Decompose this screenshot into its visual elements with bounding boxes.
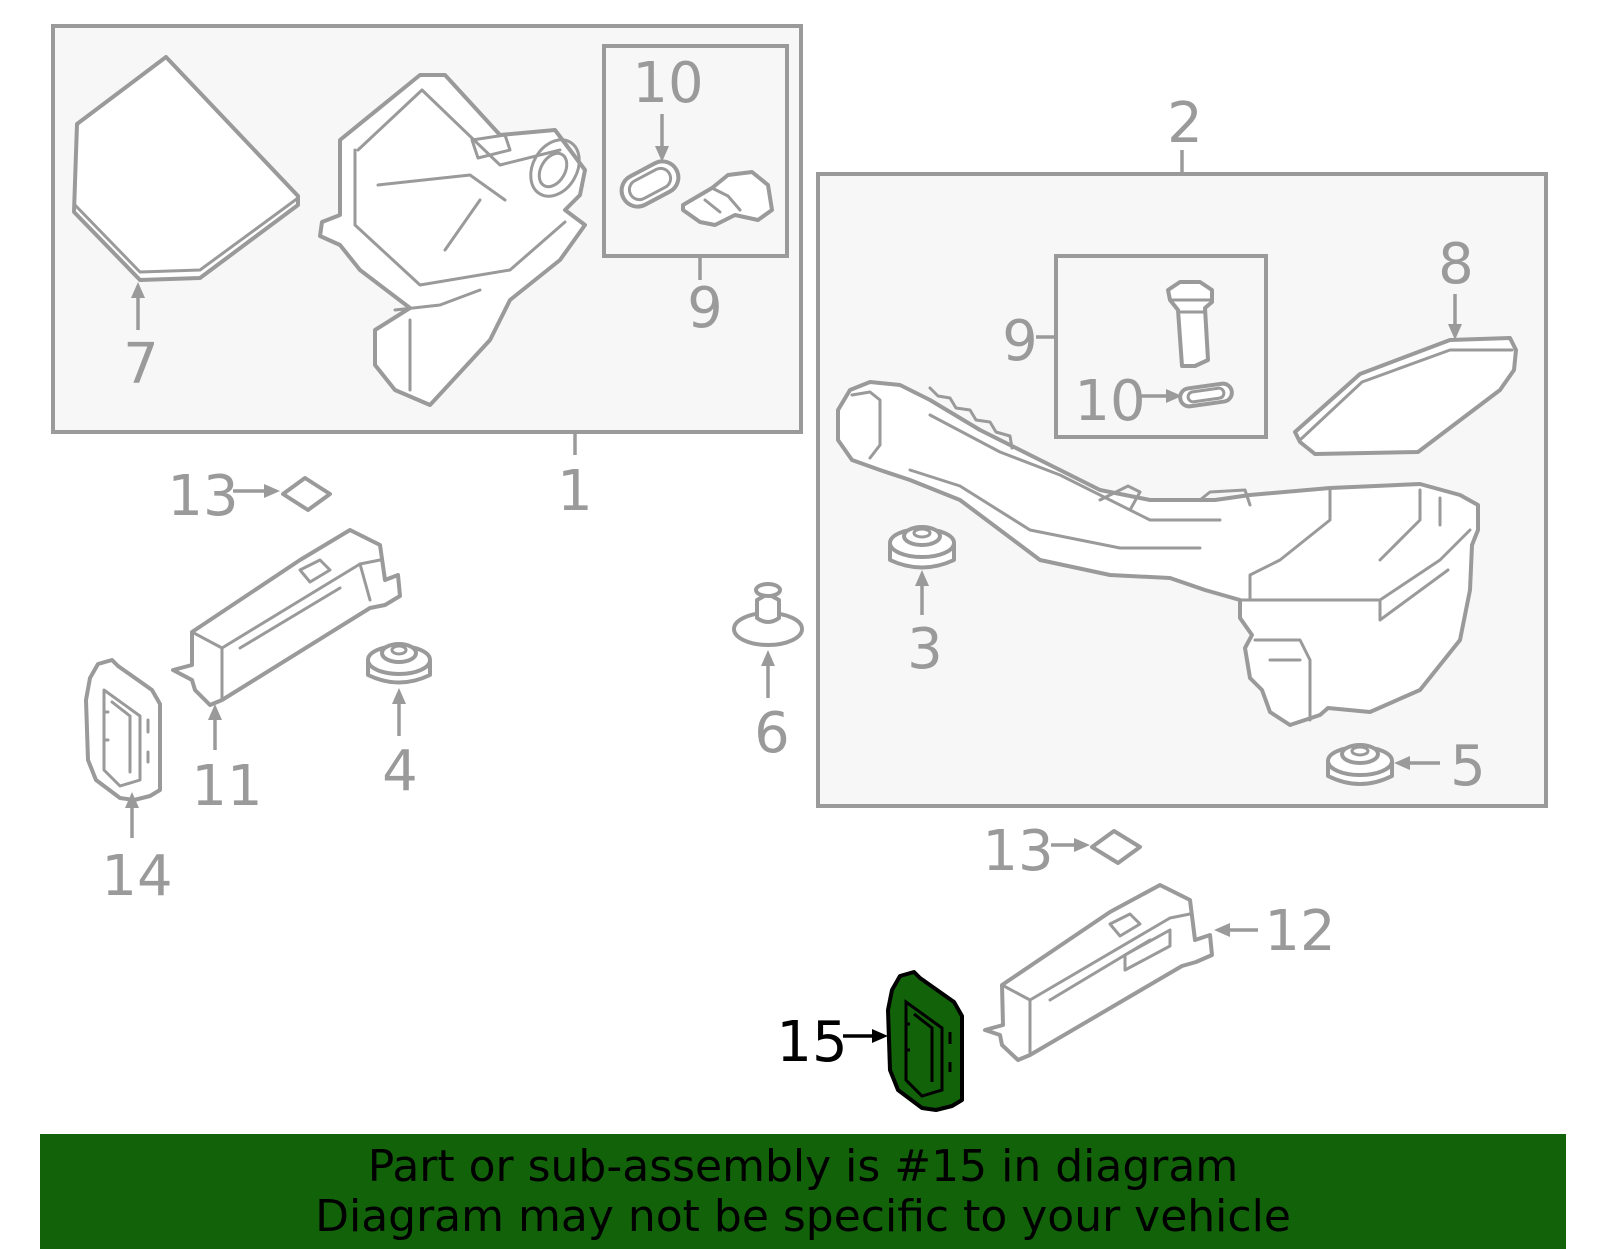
part-7-filter-element (72, 55, 300, 282)
part-5-grommet (1326, 743, 1394, 786)
part-4-grommet (366, 642, 432, 685)
leader-lines (125, 114, 1462, 1043)
part-15-bezel-highlighted[interactable] (886, 970, 964, 1112)
info-banner: Part or sub-assembly is #15 in diagram D… (40, 1134, 1566, 1249)
callout-2: 2 (1167, 91, 1203, 156)
callout-5: 5 (1450, 734, 1486, 799)
part-11-duct (171, 528, 402, 707)
callout-11: 11 (191, 754, 262, 819)
part-9-sensor-lower (1166, 280, 1214, 368)
banner-line-2: Diagram may not be specific to your vehi… (315, 1190, 1291, 1242)
callout-10-upper: 10 (632, 51, 703, 116)
callout-13-left: 13 (167, 464, 238, 529)
callout-7: 7 (123, 332, 159, 397)
part-6-push-pin (732, 582, 804, 647)
part-13-pad-left (281, 476, 332, 512)
part-12-duct (983, 883, 1214, 1062)
part-1-air-cleaner-housing (318, 73, 587, 407)
callout-13-right: 13 (982, 819, 1053, 884)
part-8-filter-element (1293, 336, 1518, 456)
callout-4: 4 (382, 739, 418, 804)
banner-line-1: Part or sub-assembly is #15 in diagram (367, 1140, 1239, 1192)
part-10-seal-upper (619, 159, 681, 209)
callout-10-lower: 10 (1074, 369, 1145, 434)
callout-9-upper: 9 (687, 276, 723, 341)
part-2-air-intake-assembly (836, 380, 1480, 727)
part-10-seal-lower (1178, 381, 1234, 409)
callout-1: 1 (557, 459, 593, 524)
part-9-sensor-upper (681, 170, 774, 227)
callout-6: 6 (754, 701, 790, 766)
callout-8: 8 (1438, 232, 1474, 297)
callout-15-highlighted: 15 (776, 1010, 847, 1075)
callout-3: 3 (907, 617, 943, 682)
callout-14: 14 (101, 844, 172, 909)
callout-12: 12 (1264, 899, 1335, 964)
part-14-bezel (84, 658, 162, 802)
callout-9-lower: 9 (1002, 309, 1038, 374)
part-13-pad-right (1090, 829, 1142, 865)
sub-box-9-lower (1054, 254, 1268, 439)
part-3-grommet (888, 525, 956, 570)
